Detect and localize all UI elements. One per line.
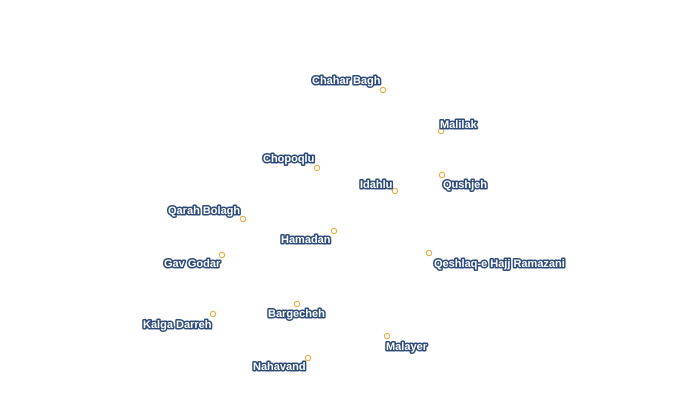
markers-layer [209, 86, 446, 362]
chahar-bagh-marker[interactable] [379, 86, 387, 94]
qarah-bolagh-marker[interactable] [239, 215, 247, 223]
chopoqlu-label[interactable]: Chopoqlu [262, 152, 316, 167]
qushjeh-label[interactable]: Qushjeh [442, 178, 489, 193]
qeshlaq-marker[interactable] [425, 249, 433, 257]
malilak-label[interactable]: Malilak [439, 118, 480, 133]
qeshlaq-label[interactable]: Qeshlaq-e Hajj Ramazani [433, 257, 567, 272]
malayer-marker[interactable] [383, 332, 391, 340]
bargecheh-marker[interactable] [293, 300, 301, 308]
kalga-darreh-marker[interactable] [209, 310, 217, 318]
kalga-darreh-label[interactable]: Kalga Darreh [142, 318, 214, 333]
idahlu-marker[interactable] [391, 187, 399, 195]
hamadan-marker[interactable] [330, 227, 338, 235]
bargecheh-label[interactable]: Bargecheh [267, 307, 327, 322]
gav-godar-marker[interactable] [218, 251, 226, 259]
gav-godar-label[interactable]: Gav Godar [163, 257, 223, 272]
idahlu-label[interactable]: Idahlu [359, 178, 394, 193]
qushjeh-marker[interactable] [438, 171, 446, 179]
hamadan-label[interactable]: Hamadan [280, 233, 333, 248]
malayer-label[interactable]: Malayer [385, 340, 430, 355]
malilak-marker[interactable] [437, 127, 445, 135]
qarah-bolagh-label[interactable]: Qarah Bolagh [167, 204, 242, 219]
nahavand-marker[interactable] [304, 354, 312, 362]
chopoqlu-marker[interactable] [313, 164, 321, 172]
chahar-bagh-label[interactable]: Chahar Bagh [311, 74, 383, 89]
nahavand-label[interactable]: Nahavand [252, 360, 308, 375]
